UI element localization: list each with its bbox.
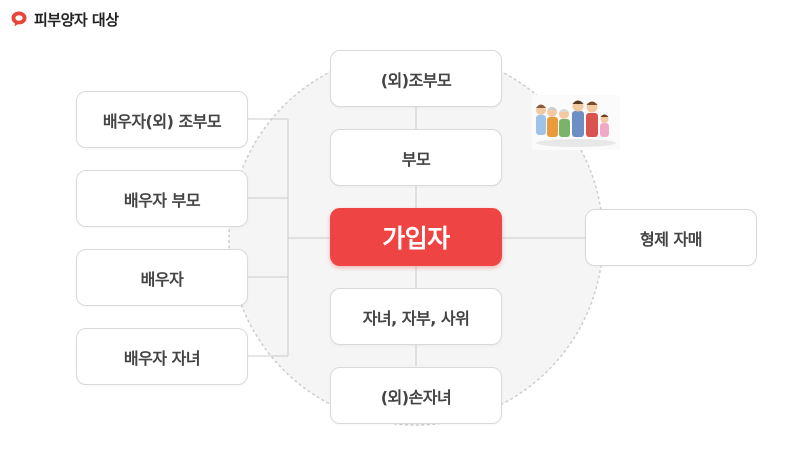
node-grandchildren: (외)손자녀 xyxy=(330,367,502,424)
node-spouse-children: 배우자 자녀 xyxy=(76,328,248,385)
section-title: 피부양자 대상 xyxy=(34,10,119,29)
node-spouse-parents: 배우자 부모 xyxy=(76,170,248,227)
node-spouse: 배우자 xyxy=(76,249,248,306)
node-subscriber: 가입자 xyxy=(330,208,502,266)
section-heading: 피부양자 대상 xyxy=(10,8,119,30)
family-illustration xyxy=(532,95,620,150)
speech-bubble-icon xyxy=(11,11,27,27)
node-grandparents: (외)조부모 xyxy=(330,50,502,107)
node-children: 자녀, 자부, 사위 xyxy=(330,288,502,345)
node-spouse-grandparents: 배우자(외) 조부모 xyxy=(76,91,248,148)
node-parents: 부모 xyxy=(330,129,502,186)
node-siblings: 형제 자매 xyxy=(585,209,757,266)
